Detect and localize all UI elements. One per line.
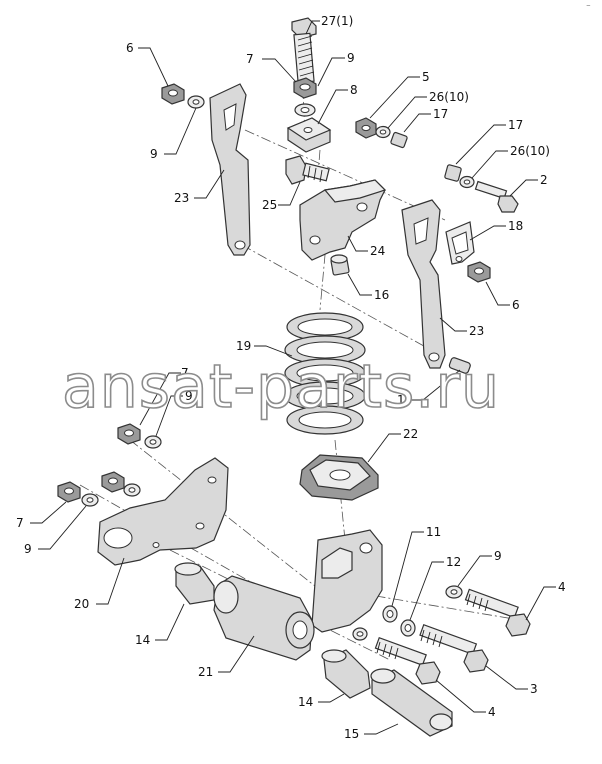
callout-23-right: 23: [469, 324, 484, 338]
callout-14-lower: 14: [298, 695, 313, 709]
part-6-nut-left: [161, 83, 185, 105]
part-26-washer-a: [375, 125, 391, 139]
part-19-spring: [284, 312, 366, 435]
callout-26-right: 26(10): [510, 144, 550, 158]
part-23-lever-left: [209, 83, 251, 256]
part-14-bushing-lower: [321, 649, 371, 699]
callout-26-top: 26(10): [429, 90, 469, 104]
part-9-washer-low: [81, 493, 99, 507]
callout-20: 20: [74, 597, 89, 611]
part-2-bolt: [474, 180, 519, 213]
part-26-washer-b: [459, 175, 475, 189]
callout-3: 3: [530, 682, 538, 696]
part-20-plate: [97, 457, 229, 566]
part-5-nut: [355, 117, 377, 139]
part-21-housing: [213, 529, 383, 661]
callout-23-left: 23: [174, 191, 189, 205]
callout-7-top: 7: [246, 52, 254, 66]
callout-14-left: 14: [135, 633, 150, 647]
part-22-spring-seat: [299, 454, 379, 501]
callout-5: 5: [422, 70, 430, 84]
callout-15: 15: [344, 727, 359, 741]
part-18-plate: [445, 221, 475, 265]
part-7-nut-mid: [117, 423, 141, 445]
callout-8: 8: [350, 83, 358, 97]
part-13-bushing: [448, 357, 471, 374]
part-9-washer-mid: [144, 435, 162, 449]
callout-2: 2: [540, 173, 548, 187]
part-23-lever-right: [401, 199, 446, 369]
leader-lines: [30, 20, 556, 735]
callout-4-upper: 4: [558, 580, 566, 594]
callout-25: 25: [262, 198, 277, 212]
callout-9-left: 9: [150, 147, 158, 161]
callout-9-top: 9: [347, 51, 355, 65]
callout-18: 18: [508, 219, 523, 233]
part-14-bushing-left: [174, 562, 215, 605]
part-4-bolt-lower: [374, 636, 441, 685]
part-nut-extra: [101, 471, 125, 493]
callout-7-low: 7: [16, 516, 24, 530]
part-washer-extra: [123, 483, 141, 497]
part-25-threaded-pin: [285, 155, 330, 185]
callout-6-left: 6: [126, 41, 134, 55]
part-9-washer-left: [187, 95, 205, 109]
callout-7-mid: 7: [181, 366, 189, 380]
part-6-nut-right: [467, 261, 491, 283]
callout-17-right: 17: [508, 118, 523, 132]
callout-9-mid: 9: [185, 389, 193, 403]
watermark: ansat-parts.ru: [62, 352, 500, 422]
part-17-bushing-a: [390, 131, 408, 149]
callout-9-low: 9: [24, 542, 32, 556]
callout-27: 27(1): [321, 14, 353, 28]
callout-labels: 27(1) 7 9 6 9 8 5 26(10) 17 17 26(10) 2 …: [16, 14, 566, 741]
part-7-nut-low: [57, 481, 81, 503]
callout-12: 12: [446, 555, 461, 569]
callout-17-top: 17: [433, 107, 448, 121]
callout-19: 19: [236, 339, 251, 353]
callout-22: 22: [403, 427, 418, 441]
part-washer-lower-mid: [352, 627, 368, 641]
callout-13: 13: [397, 393, 412, 407]
part-9-washer-top: [294, 103, 316, 117]
callout-16: 16: [374, 288, 389, 302]
callout-21: 21: [198, 665, 213, 679]
callout-24: 24: [370, 244, 385, 258]
part-8-block: [286, 117, 332, 153]
part-7-nut-top: [293, 77, 317, 99]
part-15-pin: [370, 668, 453, 737]
corner-mark: ⁻: [586, 3, 591, 13]
part-24-bracket: [299, 179, 387, 261]
callout-9-right: 9: [494, 549, 502, 563]
part-27-bolt: [291, 17, 317, 84]
callout-4-lower: 4: [488, 705, 496, 719]
part-3-bolt: [419, 624, 489, 673]
part-4-bolt-upper: [464, 588, 531, 637]
callout-11: 11: [426, 525, 441, 539]
part-12-washer: [400, 619, 416, 637]
part-16-bushing: [330, 254, 350, 276]
part-11-washer: [382, 605, 398, 623]
part-9-washer-right: [445, 585, 463, 599]
part-17-bushing-b: [444, 164, 462, 182]
callout-6-right: 6: [512, 298, 520, 312]
